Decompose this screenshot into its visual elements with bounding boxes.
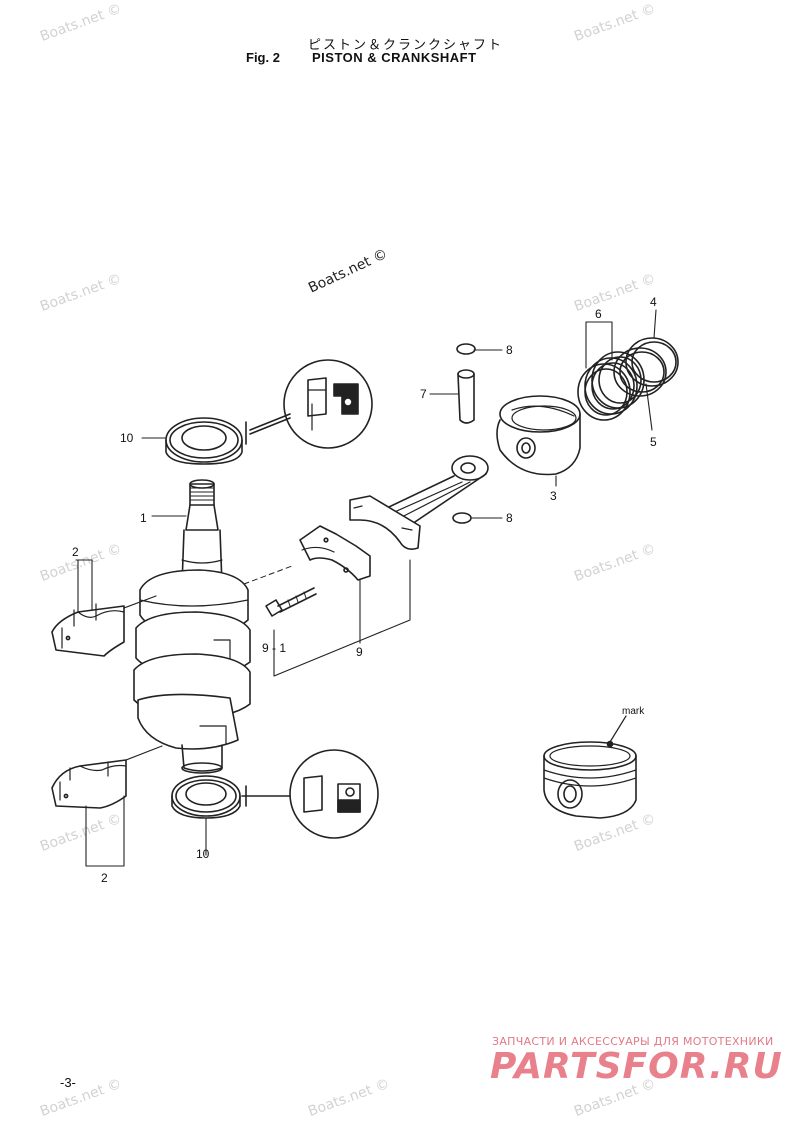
page-number: -3-	[60, 1075, 76, 1090]
callout-4: 4	[650, 295, 657, 309]
callout-2-top: 2	[72, 545, 79, 559]
callout-1: 1	[140, 511, 147, 525]
main-bearing-upper-drawing	[51, 603, 125, 657]
ad-tagline: ЗАПЧАСТИ И АКСЕССУАРЫ ДЛЯ МОТОТЕХНИКИ	[492, 1035, 774, 1048]
main-bearing-lower-drawing	[51, 759, 127, 809]
oil-seal-top-drawing	[165, 417, 243, 465]
seal-detail-top-drawing	[245, 359, 373, 449]
piston-drawing	[496, 395, 581, 476]
callout-8-top: 8	[506, 343, 513, 357]
figure-label: Fig. 2	[246, 50, 280, 65]
callout-10-bottom: 10	[196, 847, 210, 861]
callout-8-bottom: 8	[506, 511, 513, 525]
crankshaft-drawing	[133, 479, 251, 774]
ad-logo: PARTSFOR.RU	[490, 1046, 783, 1087]
callout-7: 7	[420, 387, 427, 401]
rod-cap-drawing	[299, 525, 371, 581]
callout-2-bottom: 2	[101, 871, 108, 885]
callout-9-1: 9 - 1	[262, 641, 286, 655]
callout-3: 3	[550, 489, 557, 503]
circlip-bottom-drawing	[452, 512, 472, 524]
oil-seal-bottom-drawing	[171, 775, 241, 819]
circlip-top-drawing	[456, 343, 476, 355]
leader-lines	[75, 309, 657, 867]
rod-bolt-drawing	[243, 565, 317, 617]
callout-6: 6	[595, 307, 602, 321]
seal-detail-bottom-drawing	[241, 749, 379, 839]
callout-10-top: 10	[120, 431, 134, 445]
connecting-rod-drawing	[349, 455, 489, 550]
title-japanese: ピストン＆クランクシャフト	[308, 38, 504, 53]
figure-title: PISTON & CRANKSHAFT	[312, 50, 477, 65]
callout-mark: mark	[622, 706, 645, 717]
piston-pin-drawing	[457, 369, 475, 424]
reference-piston-drawing	[543, 715, 637, 819]
callout-9: 9	[356, 645, 363, 659]
callout-5: 5	[650, 435, 657, 449]
piston-rings-drawing	[577, 337, 679, 421]
